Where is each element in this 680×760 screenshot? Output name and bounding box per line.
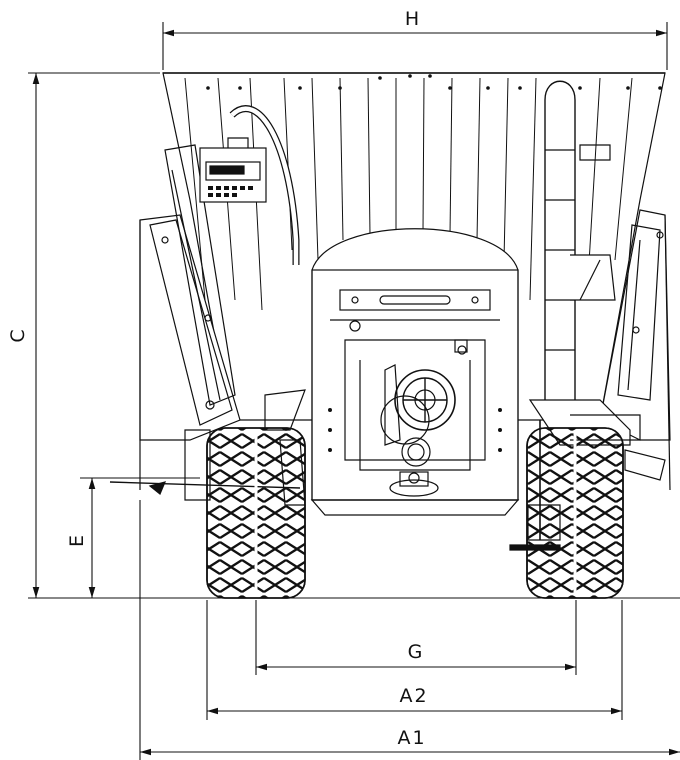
right-wheel: [526, 427, 624, 599]
gearbox-housing: [310, 228, 520, 516]
dim-label-A1: A1: [397, 727, 426, 749]
dim-label-A2: A2: [399, 685, 428, 707]
drive-wheel: [380, 364, 456, 467]
mixer-machine: [109, 72, 671, 599]
left-wheel: [206, 427, 306, 599]
dimension-labels: H C E G A2 A1: [7, 8, 428, 749]
left-side-panel: [139, 144, 241, 441]
rivets: [206, 74, 662, 90]
dimension-lines: [28, 22, 680, 760]
dim-label-G: G: [408, 641, 425, 663]
lower-gear: [389, 471, 439, 497]
right-side-panel: [599, 209, 671, 441]
access-ladder: [544, 80, 616, 400]
weighing-indicator: [199, 137, 267, 203]
dim-label-H: H: [405, 8, 421, 30]
dim-label-E: E: [66, 533, 88, 547]
dim-label-C: C: [7, 327, 29, 342]
